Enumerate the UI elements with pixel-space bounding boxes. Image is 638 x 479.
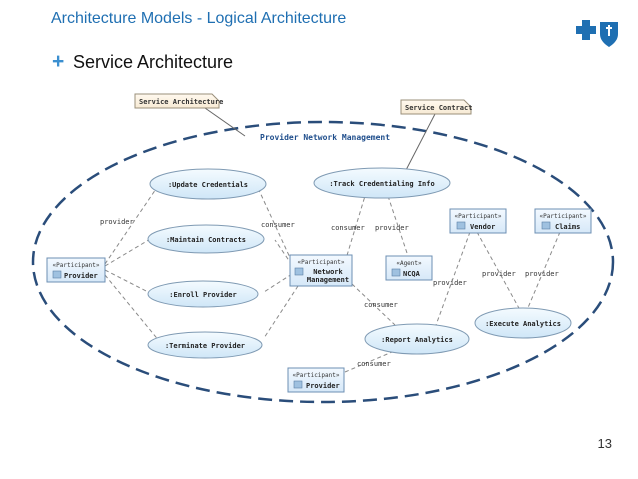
actor-stereotype: «Participant» xyxy=(540,213,587,220)
role-label: provider xyxy=(433,279,467,287)
actor-stereotype: «Participant» xyxy=(53,262,100,269)
actor-name: Vendor xyxy=(470,223,495,231)
role-label: provider xyxy=(525,270,559,278)
role-labels: provider consumer consumer provider prov… xyxy=(100,218,559,368)
boundary-ellipse xyxy=(31,120,615,404)
actor-name: Provider xyxy=(64,272,98,280)
role-label: consumer xyxy=(357,360,391,368)
role-label: provider xyxy=(482,270,516,278)
use-case-label: :Terminate Provider xyxy=(165,342,245,350)
role-label: provider xyxy=(100,218,134,226)
participant-icon xyxy=(294,267,304,276)
note-connector xyxy=(204,107,246,137)
note-service-architecture: Service Architecture xyxy=(134,93,223,109)
actor-vendor: «Participant» Vendor xyxy=(449,208,507,234)
actor-name: NCQA xyxy=(403,270,421,278)
use-case-label: :Report Analytics xyxy=(381,336,453,344)
participant-icon xyxy=(293,380,303,389)
role-label: consumer xyxy=(364,301,398,309)
actor-name: Network xyxy=(313,268,343,276)
use-case-label: :Update Credentials xyxy=(168,181,248,189)
actor-provider-bottom: «Participant» Provider xyxy=(287,367,345,393)
note-connector xyxy=(404,113,436,173)
actor-stereotype: «Participant» xyxy=(293,372,340,379)
use-case-update-credentials: :Update Credentials xyxy=(149,168,267,200)
use-case-label: :Enroll Provider xyxy=(169,291,236,299)
actor-stereotype: «Agent» xyxy=(396,260,422,267)
actor-provider-left: «Participant» Provider xyxy=(46,257,106,283)
use-case-execute-analytics: :Execute Analytics xyxy=(474,307,572,339)
use-case-enroll-provider: :Enroll Provider xyxy=(147,280,259,308)
actor-name: Provider xyxy=(306,382,340,390)
use-case-report-analytics: :Report Analytics xyxy=(364,323,470,355)
use-case-label: :Maintain Contracts xyxy=(166,236,246,244)
actor-name: Claims xyxy=(555,223,580,231)
use-case-terminate-provider: :Terminate Provider xyxy=(147,331,263,359)
participant-icon xyxy=(52,270,62,279)
role-label: consumer xyxy=(261,221,295,229)
participant-icon xyxy=(456,221,466,230)
use-case-maintain-contracts: :Maintain Contracts xyxy=(147,224,265,254)
actor-network-management: «Participant» Network Management xyxy=(289,254,353,287)
note-text: Service Contract xyxy=(405,104,472,112)
actor-claims: «Participant» Claims xyxy=(534,208,592,234)
section-title: Service Architecture xyxy=(73,52,234,72)
page-number: 13 xyxy=(597,436,612,451)
role-label: consumer xyxy=(331,224,365,232)
use-case-label: :Execute Analytics xyxy=(485,320,561,328)
agent-icon xyxy=(391,268,401,277)
role-label: provider xyxy=(375,224,409,232)
page-title: Architecture Models - Logical Architectu… xyxy=(51,10,347,27)
use-case-track-credentialing: :Track Credentialing Info xyxy=(313,167,451,199)
note-text: Service Architecture xyxy=(139,98,223,106)
participant-icon xyxy=(541,221,551,230)
bullet-icon: + xyxy=(52,50,65,73)
actor-stereotype: «Participant» xyxy=(455,213,502,220)
brand-logo xyxy=(576,20,618,47)
boundary-label: Provider Network Management xyxy=(260,132,390,142)
actor-ncqa: «Agent» NCQA xyxy=(385,255,433,281)
note-service-contract: Service Contract xyxy=(400,99,472,115)
actor-name: Management xyxy=(307,276,349,284)
use-case-label: :Track Credentialing Info xyxy=(329,180,434,188)
actor-stereotype: «Participant» xyxy=(298,259,345,266)
association-lines xyxy=(104,185,561,373)
